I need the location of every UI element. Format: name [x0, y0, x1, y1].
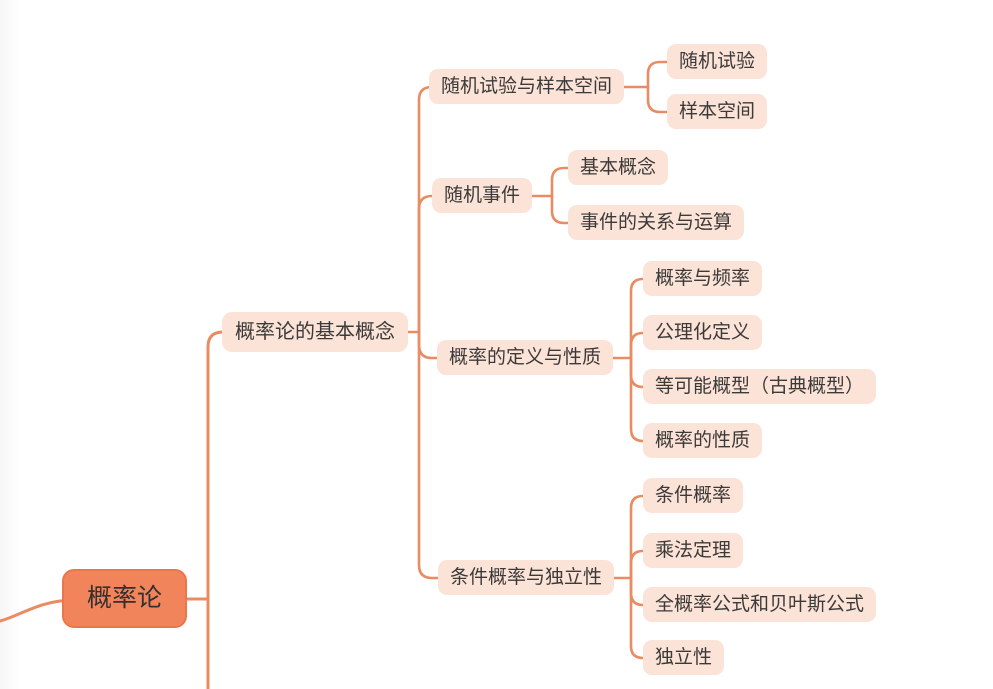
leaf-basic-concepts[interactable]: 基本概念	[568, 150, 669, 185]
topic-random-experiment-sample-space[interactable]: 随机试验与样本空间	[429, 69, 625, 104]
root-topic-probability-theory[interactable]: 概率论	[62, 569, 188, 628]
connector-g1-c1	[646, 60, 681, 89]
connector-g1-c2	[646, 85, 681, 114]
connector-left-offscreen	[0, 598, 74, 623]
connector-g3-c4	[629, 356, 659, 443]
connector-g4-c2	[629, 549, 659, 580]
connector-g2-c1	[550, 166, 582, 198]
leaf-random-experiment[interactable]: 随机试验	[667, 44, 768, 79]
connector-g4-c4	[629, 576, 659, 660]
connector-g3-c2	[629, 331, 659, 360]
leaf-probability-and-frequency[interactable]: 概率与频率	[643, 261, 763, 296]
leaf-probability-properties[interactable]: 概率的性质	[643, 423, 763, 458]
connector-main-spine	[206, 330, 234, 689]
branch-basic-concepts[interactable]: 概率论的基本概念	[222, 312, 408, 352]
topic-conditional-probability-independence[interactable]: 条件概率与独立性	[438, 560, 615, 595]
connector-g3-c1	[629, 277, 659, 360]
topic-random-events[interactable]: 随机事件	[432, 178, 533, 213]
leaf-conditional-probability[interactable]: 条件概率	[643, 478, 744, 513]
connector-g4-c1	[629, 494, 659, 580]
leaf-axiomatic-definition[interactable]: 公理化定义	[643, 315, 763, 350]
connector-g2-c2	[550, 194, 582, 225]
connector-branch-c4	[417, 330, 452, 580]
leaf-total-probability-bayes[interactable]: 全概率公式和贝叶斯公式	[643, 587, 877, 622]
leaf-sample-space[interactable]: 样本空间	[667, 94, 768, 129]
connector-branch-c2	[417, 194, 446, 334]
leaf-multiplication-theorem[interactable]: 乘法定理	[643, 533, 744, 568]
leaf-independence[interactable]: 独立性	[643, 640, 725, 675]
leaf-classical-probability-model[interactable]: 等可能概型（古典概型）	[643, 369, 877, 404]
topic-probability-definition-properties[interactable]: 概率的定义与性质	[437, 340, 614, 375]
leaf-event-relations-operations[interactable]: 事件的关系与运算	[568, 205, 745, 240]
